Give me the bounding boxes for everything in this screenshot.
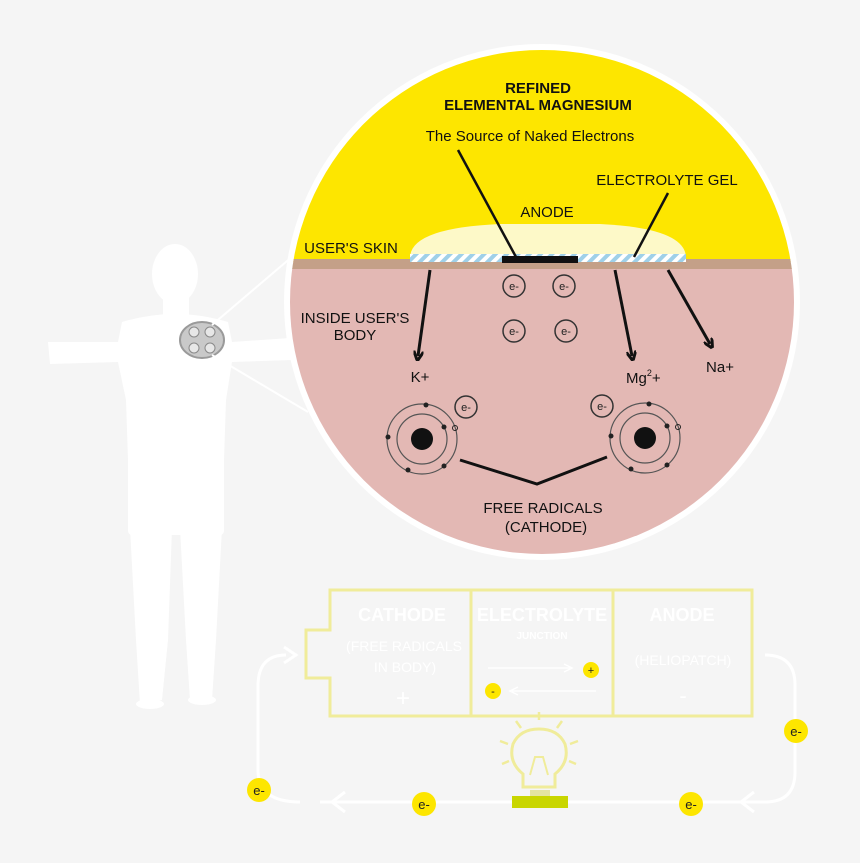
zoom-connector-lines — [211, 249, 309, 413]
users-skin-label: USER'S SKIN — [304, 240, 398, 257]
k-ion-arrow — [418, 269, 432, 356]
electron-label: e- — [509, 281, 519, 293]
circuit-electron-badge: e- — [412, 792, 436, 816]
zoom-circle — [290, 50, 794, 554]
electron-label: e- — [559, 281, 569, 293]
circuit-electron-badge: e- — [784, 719, 808, 743]
skin-layer — [290, 259, 794, 269]
minus-badge — [485, 683, 501, 699]
electron-icon: e- — [552, 274, 576, 298]
circuit-electron-label: e- — [253, 783, 265, 798]
na-ion-label: Na+ — [706, 359, 734, 376]
electron-label: e- — [509, 326, 519, 338]
title-line2: ELEMENTAL MAGNESIUM — [444, 97, 632, 114]
atom-icon — [385, 402, 458, 475]
electrolyte-title: ELECTROLYTE — [477, 605, 607, 625]
electron-icon: e- — [454, 395, 478, 419]
gel-pointer-line — [632, 192, 670, 258]
circuit-electron-label: e- — [685, 797, 697, 812]
circuit-electron-label: e- — [790, 724, 802, 739]
magnesium-anode-bar — [502, 256, 578, 263]
electron-icon: e- — [554, 319, 578, 343]
anode-title: ANODE — [649, 605, 714, 625]
left-flow-arrowhead — [508, 686, 519, 696]
electron-icon: e- — [502, 274, 526, 298]
cathode-sub-1: (FREE RADICALS — [346, 638, 462, 654]
mg-ion-arrow — [613, 269, 632, 356]
mg-base: Mg — [626, 370, 647, 387]
right-flow-arrowhead — [563, 663, 574, 673]
plus-badge — [583, 662, 599, 678]
plus-badge-label: + — [588, 665, 594, 677]
anode-label: ANODE — [520, 204, 573, 221]
battery-diagram: CATHODE (FREE RADICALS IN BODY) + ELECTR… — [304, 588, 754, 718]
circuit-electron-badge: e- — [679, 792, 703, 816]
free-radicals-bracket — [459, 455, 608, 486]
electrolyte-gel-label: ELECTROLYTE GEL — [596, 172, 737, 189]
mg-superscript: 2 — [647, 368, 652, 378]
mg-plus: + — [652, 370, 661, 387]
title-line1: REFINED — [505, 80, 571, 97]
person-silhouette — [48, 244, 292, 709]
mg-ion-label: Mg2+ — [626, 368, 661, 387]
anode-sign: - — [679, 683, 686, 708]
free-radicals-label-2: (CATHODE) — [505, 519, 587, 536]
cathode-sub-2: IN BODY) — [374, 659, 436, 675]
electrolyte-gel-dome — [410, 224, 686, 258]
electron-icon: e- — [502, 319, 526, 343]
atom-icon — [608, 401, 681, 474]
inside-body-label-2: BODY — [334, 327, 377, 344]
electron-label: e- — [461, 402, 471, 414]
cathode-sign: + — [396, 685, 410, 712]
minus-badge-label: - — [491, 686, 495, 698]
circuit-electron-label: e- — [418, 797, 430, 812]
circuit-electron-badge: e- — [247, 778, 271, 802]
electron-label: e- — [597, 401, 607, 413]
free-radicals-label-1: FREE RADICALS — [483, 500, 602, 517]
inside-body-label-1: INSIDE USER'S — [301, 310, 410, 327]
lightbulb-icon — [499, 712, 579, 808]
electron-icon: e- — [590, 394, 614, 418]
electron-label: e- — [561, 326, 571, 338]
electrolyte-sub: JUNCTION — [516, 631, 567, 642]
source-pointer-line — [456, 149, 518, 258]
heliopatch-device-icon — [179, 321, 225, 359]
anode-sub: (HELIOPATCH) — [635, 652, 732, 668]
cathode-title: CATHODE — [358, 605, 446, 625]
subtitle: The Source of Naked Electrons — [426, 128, 634, 145]
na-ion-arrow — [666, 269, 710, 344]
k-ion-label: K+ — [411, 369, 430, 386]
